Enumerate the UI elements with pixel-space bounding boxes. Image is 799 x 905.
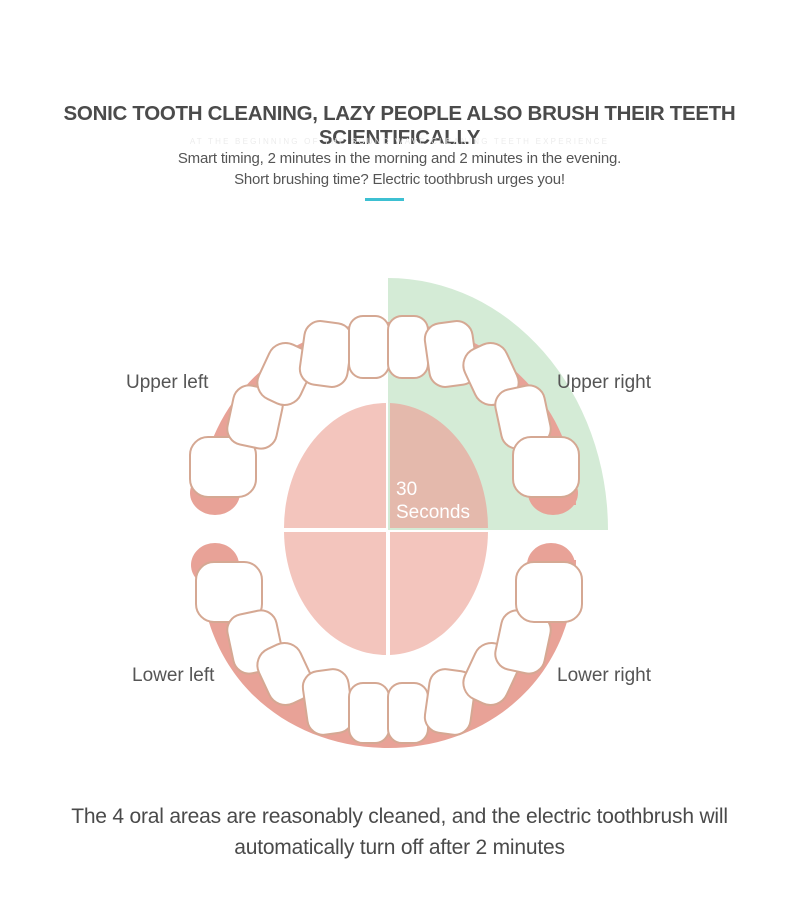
tooth — [387, 682, 429, 744]
subtitle-line-2: Short brushing time? Electric toothbrush… — [234, 171, 565, 188]
tooth — [348, 682, 390, 744]
label-upper-left: Upper left — [126, 372, 209, 393]
tongue-lower-right — [390, 532, 488, 655]
upper-teeth — [189, 315, 580, 498]
tooth — [515, 561, 583, 623]
tongue-lower-left — [284, 532, 386, 655]
tongue-upper-right — [390, 403, 489, 528]
tooth — [256, 642, 314, 706]
timer-readout: 30 Seconds — [396, 478, 470, 524]
tooth — [387, 315, 429, 379]
tooth — [189, 436, 257, 498]
label-lower-right: Lower right — [557, 665, 651, 686]
tooth — [298, 320, 354, 388]
tongue-upper-left — [284, 403, 386, 528]
tooth — [348, 315, 390, 379]
faint-subheading: AT THE BEGINNING OF THE SOUND WAVE CLEAN… — [189, 137, 610, 146]
accent-divider — [365, 198, 404, 201]
label-upper-right: Upper right — [557, 372, 651, 393]
page-title: SONIC TOOTH CLEANING, LAZY PEOPLE ALSO B… — [63, 102, 736, 149]
tooth — [512, 436, 580, 498]
timer-value: 30 — [396, 479, 418, 500]
label-lower-left: Lower left — [132, 665, 215, 686]
tooth — [301, 668, 355, 736]
footer-line-1: The 4 oral areas are reasonably cleaned,… — [71, 805, 728, 828]
subtitle-line-1: Smart timing, 2 minutes in the morning a… — [177, 150, 622, 167]
tooth — [256, 342, 314, 406]
lower-teeth — [195, 561, 583, 744]
footer-line-2: automatically turn off after 2 minutes — [234, 836, 565, 859]
timer-unit: Seconds — [396, 502, 470, 523]
